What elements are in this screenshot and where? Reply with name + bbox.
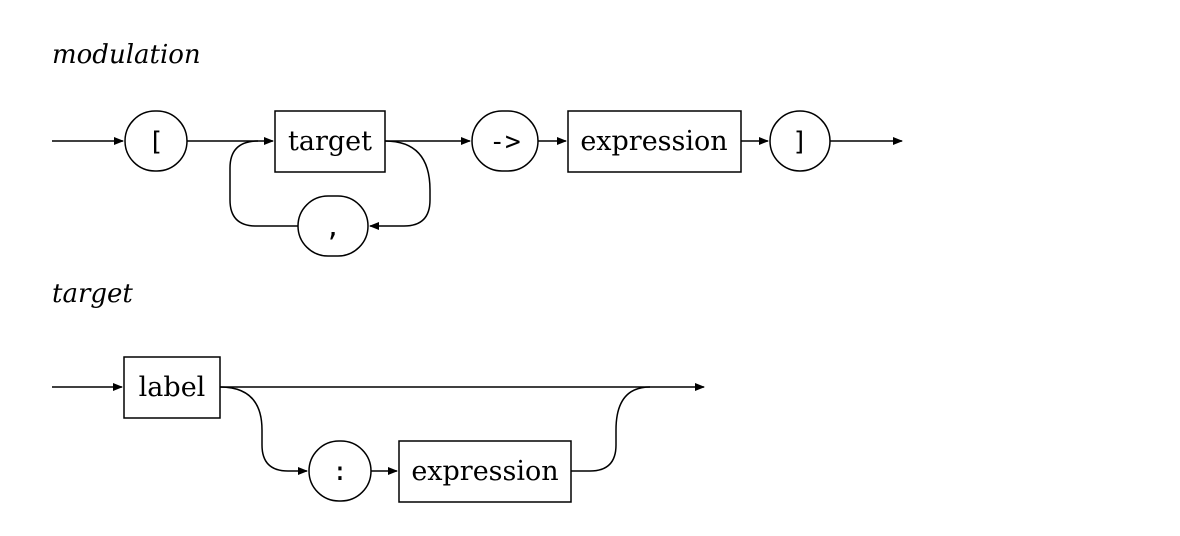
nonterminal-expression: expression <box>567 110 742 173</box>
terminal-label: : <box>332 457 348 487</box>
terminal-label: -> <box>489 127 520 157</box>
nonterminal-label-box: label <box>123 356 221 419</box>
terminal-close-bracket: ] <box>769 110 831 172</box>
terminal-label: [ <box>148 127 164 157</box>
terminal-open-bracket: [ <box>124 110 188 172</box>
nonterminal-label: label <box>139 372 206 403</box>
repeat-loop-left <box>229 140 298 227</box>
rule-title-target: target <box>52 279 133 309</box>
nonterminal-expression: expression <box>398 440 572 503</box>
terminal-arrow: -> <box>471 110 539 172</box>
terminal-label: , <box>325 213 341 243</box>
repeat-loop-right <box>369 140 431 230</box>
terminal-colon: : <box>308 440 372 502</box>
rule-modulation: modulation [ target , -> <box>52 40 903 257</box>
nonterminal-label: expression <box>411 456 558 487</box>
rule-title-modulation: modulation <box>52 40 201 70</box>
optional-branch-in <box>219 386 308 475</box>
nonterminal-target: target <box>274 110 386 173</box>
terminal-label: ] <box>792 127 808 157</box>
nonterminal-label: expression <box>580 126 727 157</box>
nonterminal-label: target <box>288 126 372 157</box>
optional-branch-out <box>571 386 651 472</box>
rule-target: target label : expression <box>52 279 705 503</box>
terminal-comma: , <box>297 195 369 257</box>
